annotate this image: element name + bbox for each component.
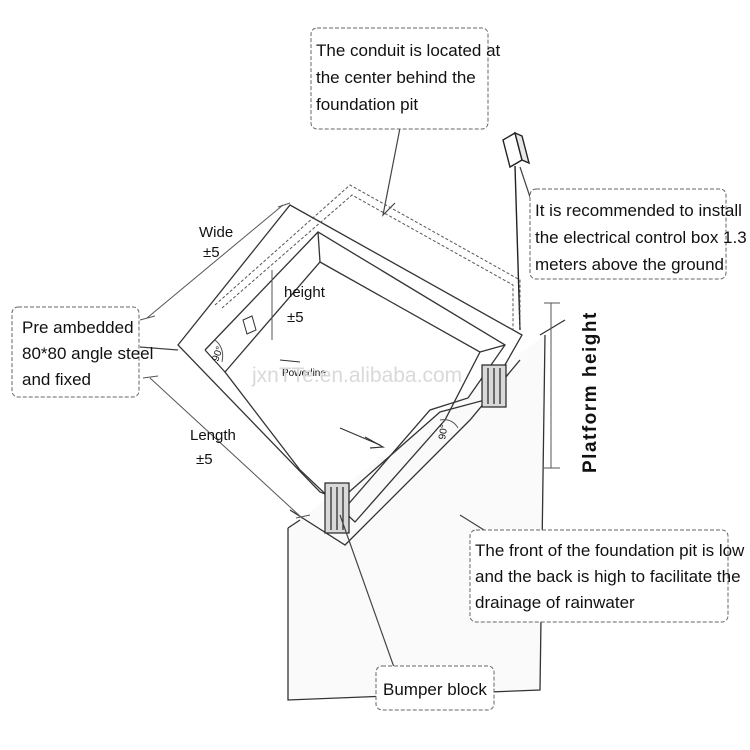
bumper-block-front (324, 482, 350, 534)
wide-dim-line (146, 204, 284, 319)
pit-structure (177, 204, 566, 701)
wide-tolerance: ±5 (203, 244, 220, 261)
control-box-callout-line: It is recommended to install (535, 201, 742, 220)
pit-outer-rim (177, 204, 523, 501)
angle-steel-callout-line: and fixed (22, 370, 91, 389)
angle-steel-callout-line: Pre ambedded (22, 318, 134, 337)
pit-wall-line (317, 231, 321, 263)
drainage-callout-line: The front of the foundation pit is low (475, 541, 745, 560)
control-box-callout-line: meters above the ground (535, 255, 724, 274)
length-label: Length (190, 427, 236, 444)
length-tolerance: ±5 (196, 451, 213, 468)
angle-steel-callout: Pre ambedded 80*80 angle steel and fixed (11, 306, 153, 398)
power-line-mark (242, 315, 301, 363)
conduit-leader (382, 127, 401, 217)
height-tolerance: ±5 (287, 309, 304, 326)
angle-steel-leader (139, 346, 179, 351)
conduit-callout-line: the center behind the (316, 68, 476, 87)
pit-wall-line (479, 344, 506, 353)
bumper-block-right (481, 364, 507, 408)
drainage-callout: The front of the foundation pit is low a… (469, 529, 745, 623)
bumper-callout-label: Bumper block (383, 680, 487, 699)
conduit-callout-line: foundation pit (316, 95, 418, 114)
angle-left-label: 90° (210, 345, 226, 363)
wide-label: Wide (199, 224, 233, 241)
angle-steel-callout-line: 80*80 angle steel (22, 344, 153, 363)
control-box-callout: It is recommended to install the electri… (529, 188, 747, 280)
electrical-control-box (502, 131, 531, 331)
conduit-callout: The conduit is located at the center beh… (310, 27, 501, 130)
platform-height-label: Platform height (580, 311, 601, 473)
angle-right-label: 90° (437, 424, 450, 441)
pit-wall-line (204, 349, 226, 373)
control-box-callout-line: the electrical control box 1.3 (535, 228, 747, 247)
height-label: height (284, 284, 326, 301)
control-box-leader (519, 166, 532, 201)
bumper-leader (339, 514, 396, 671)
slab-edge (539, 319, 566, 336)
angle-marks (214, 339, 459, 429)
power-line-label: Powerline (282, 368, 326, 379)
conduit (214, 184, 521, 330)
ground-front-edge (287, 519, 301, 529)
bumper-callout: Bumper block (375, 665, 495, 711)
dimension-lines (139, 202, 560, 519)
length-dim-line (149, 377, 303, 519)
conduit-callout-line: The conduit is located at (316, 41, 501, 60)
drainage-callout-line: drainage of rainwater (475, 593, 635, 612)
drainage-callout-line: and the back is high to facilitate the (475, 567, 741, 586)
watermark: jxnTTe.en.alibaba.com (251, 364, 462, 387)
drainage-arrow (339, 427, 386, 449)
